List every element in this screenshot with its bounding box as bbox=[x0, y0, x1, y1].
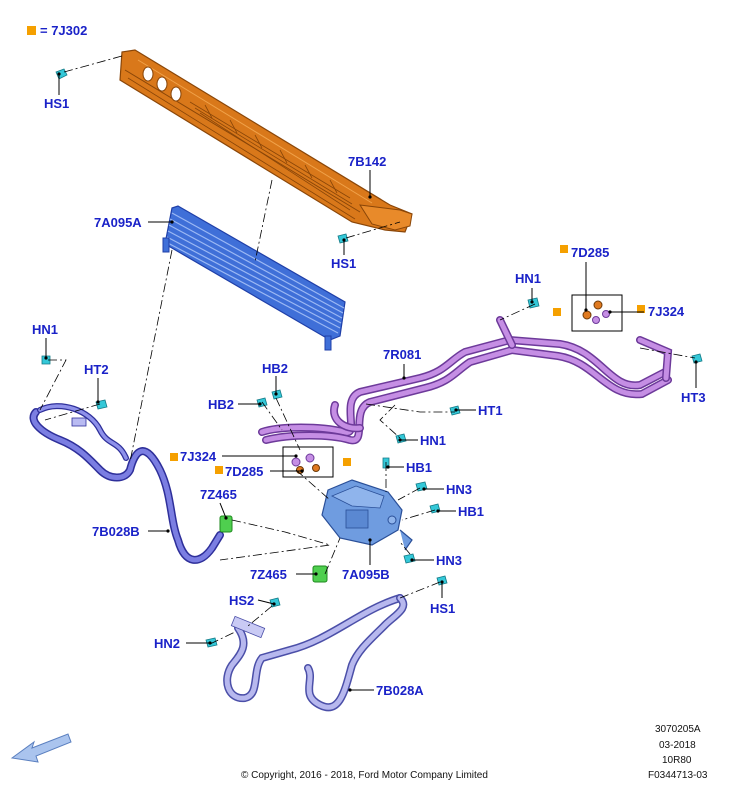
cooler-7a095a bbox=[162, 205, 346, 351]
label-hs1-c: HS1 bbox=[430, 601, 455, 616]
direction-arrow-icon bbox=[10, 733, 72, 763]
clip-7z465-a bbox=[219, 515, 233, 533]
hose-7b028a bbox=[223, 594, 408, 712]
legend-swatch bbox=[27, 26, 36, 35]
bracket-7b142 bbox=[119, 49, 413, 233]
label-hs2: HS2 bbox=[229, 593, 254, 608]
label-hs1-b: HS1 bbox=[331, 256, 356, 271]
label-7d285-mid: 7D285 bbox=[225, 464, 263, 479]
legend-text: = 7J302 bbox=[40, 23, 87, 38]
label-7d285-top: 7D285 bbox=[571, 245, 609, 260]
tube-7r081 bbox=[258, 316, 673, 445]
hose-7b028b bbox=[29, 403, 224, 564]
label-7b028b: 7B028B bbox=[92, 524, 140, 539]
label-ht3: HT3 bbox=[681, 390, 706, 405]
label-7a095b: 7A095B bbox=[342, 567, 390, 582]
alignment-lines bbox=[39, 55, 696, 645]
label-7b142: 7B142 bbox=[348, 154, 386, 169]
label-7z465-b: 7Z465 bbox=[250, 567, 287, 582]
label-hn1-top: HN1 bbox=[515, 271, 541, 286]
fittings-mid bbox=[170, 245, 645, 478]
label-hb2-a: HB2 bbox=[262, 361, 288, 376]
part-labels: HS1 7B142 HS1 7A095A 7D285 HN1 7J324 HN1… bbox=[32, 96, 706, 698]
label-hn2: HN2 bbox=[154, 636, 180, 651]
leader-lines bbox=[44, 72, 698, 692]
footer-copyright: © Copyright, 2016 - 2018, Ford Motor Com… bbox=[241, 770, 488, 781]
label-hn3-b: HN3 bbox=[436, 553, 462, 568]
footer-code1: 3070205A bbox=[655, 724, 701, 735]
label-7j324-top: 7J324 bbox=[648, 304, 685, 319]
label-hb1-a: HB1 bbox=[406, 460, 432, 475]
label-7a095a: 7A095A bbox=[94, 215, 142, 230]
label-hn1-mid: HN1 bbox=[420, 433, 446, 448]
label-7b028a: 7B028A bbox=[376, 683, 424, 698]
label-ht1: HT1 bbox=[478, 403, 503, 418]
fittings-top bbox=[553, 294, 623, 332]
label-7z465-a: 7Z465 bbox=[200, 487, 237, 502]
footer-model: 10R80 bbox=[662, 755, 692, 766]
label-hs1-a: HS1 bbox=[44, 96, 69, 111]
footer-code2: F0344713-03 bbox=[648, 770, 708, 781]
label-hb1-b: HB1 bbox=[458, 504, 484, 519]
label-hn1-left: HN1 bbox=[32, 322, 58, 337]
label-hn3-a: HN3 bbox=[446, 482, 472, 497]
footer: 3070205A 03-2018 10R80 © Copyright, 2016… bbox=[241, 724, 708, 781]
label-hb2-b: HB2 bbox=[208, 397, 234, 412]
label-7j324-mid: 7J324 bbox=[180, 449, 217, 464]
label-7r081: 7R081 bbox=[383, 347, 421, 362]
footer-date: 03-2018 bbox=[659, 740, 696, 751]
valve-body-7a095b bbox=[321, 479, 413, 551]
fasteners bbox=[41, 68, 703, 648]
label-ht2: HT2 bbox=[84, 362, 109, 377]
